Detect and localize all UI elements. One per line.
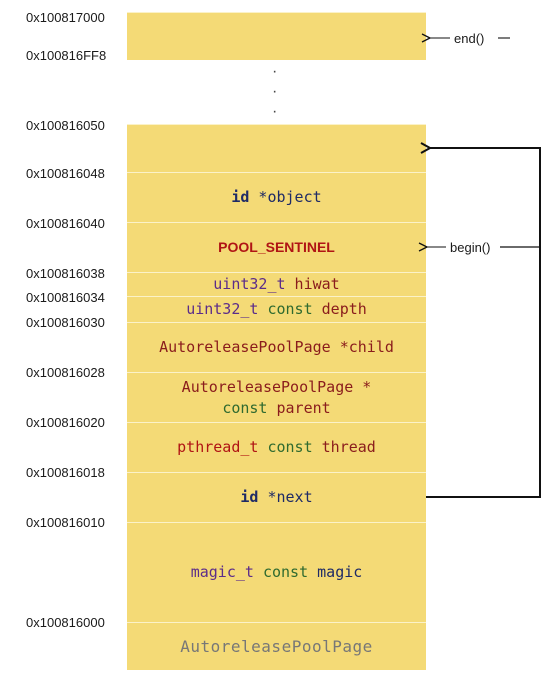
address-label: 0x100816000 — [26, 615, 105, 630]
page-header-cell: AutoreleasePoolPage — [127, 622, 426, 670]
cell-type: uint32_t — [186, 300, 259, 318]
pool-sentinel-cell: POOL_SENTINEL — [127, 222, 426, 272]
end-label: end() — [454, 31, 485, 46]
address-label: 0x100816028 — [26, 365, 105, 380]
cell-type: magic_t — [190, 563, 254, 581]
cell-type: AutoreleasePoolPage * — [181, 377, 372, 396]
end-region-cell — [127, 12, 426, 60]
cell-text: POOL_SENTINEL — [218, 239, 335, 255]
ellipsis-dots: · — [272, 103, 278, 120]
cell-type: pthread_t — [177, 438, 259, 456]
ellipsis-dots: · — [272, 83, 278, 100]
address-label: 0x100816040 — [26, 216, 105, 231]
ellipsis-dots: · — [272, 63, 278, 80]
thread-cell: pthread_t const thread — [127, 422, 426, 472]
address-label: 0x100816020 — [26, 415, 105, 430]
address-label: 0x100816048 — [26, 166, 105, 181]
cell-field: thread — [312, 438, 376, 456]
cell-keyword: const — [258, 300, 313, 318]
address-label: 0x100816050 — [26, 118, 105, 133]
cell-keyword: const — [253, 563, 309, 581]
cell-text: AutoreleasePoolPage — [180, 637, 373, 656]
cell-field: magic — [308, 563, 363, 581]
address-label: 0x100816034 — [26, 290, 105, 305]
address-label: 0x100817000 — [26, 10, 105, 25]
address-label: 0x100816038 — [26, 266, 105, 281]
cell-keyword: const — [222, 398, 268, 417]
cell-field: *child — [330, 338, 394, 356]
child-cell: AutoreleasePoolPage *child — [127, 322, 426, 372]
cell-type: id — [231, 188, 250, 206]
magic-cell: magic_t const magic — [127, 522, 426, 622]
cell-type: AutoreleasePoolPage — [159, 338, 331, 356]
cell-field: hiwat — [285, 275, 340, 293]
cell-field: depth — [312, 300, 367, 318]
cell-field: *object — [249, 188, 322, 206]
cell-keyword: const — [258, 438, 313, 456]
cell-type: uint32_t — [213, 275, 286, 293]
cell-field: *next — [258, 488, 313, 506]
object-cell: id *object — [127, 172, 426, 222]
hiwat-cell: uint32_t hiwat — [127, 272, 426, 296]
address-label: 0x100816FF8 — [26, 48, 107, 63]
next-pointer-arrow — [426, 148, 541, 498]
parent-cell: AutoreleasePoolPage * const parent — [127, 372, 426, 422]
begin-label: begin() — [450, 240, 491, 255]
empty-slot-cell — [127, 124, 426, 172]
next-cell: id *next — [127, 472, 426, 522]
address-label: 0x100816010 — [26, 515, 105, 530]
cell-type: id — [240, 488, 259, 506]
address-label: 0x100816018 — [26, 465, 105, 480]
cell-field: parent — [267, 398, 331, 417]
depth-cell: uint32_t const depth — [127, 296, 426, 322]
address-label: 0x100816030 — [26, 315, 105, 330]
